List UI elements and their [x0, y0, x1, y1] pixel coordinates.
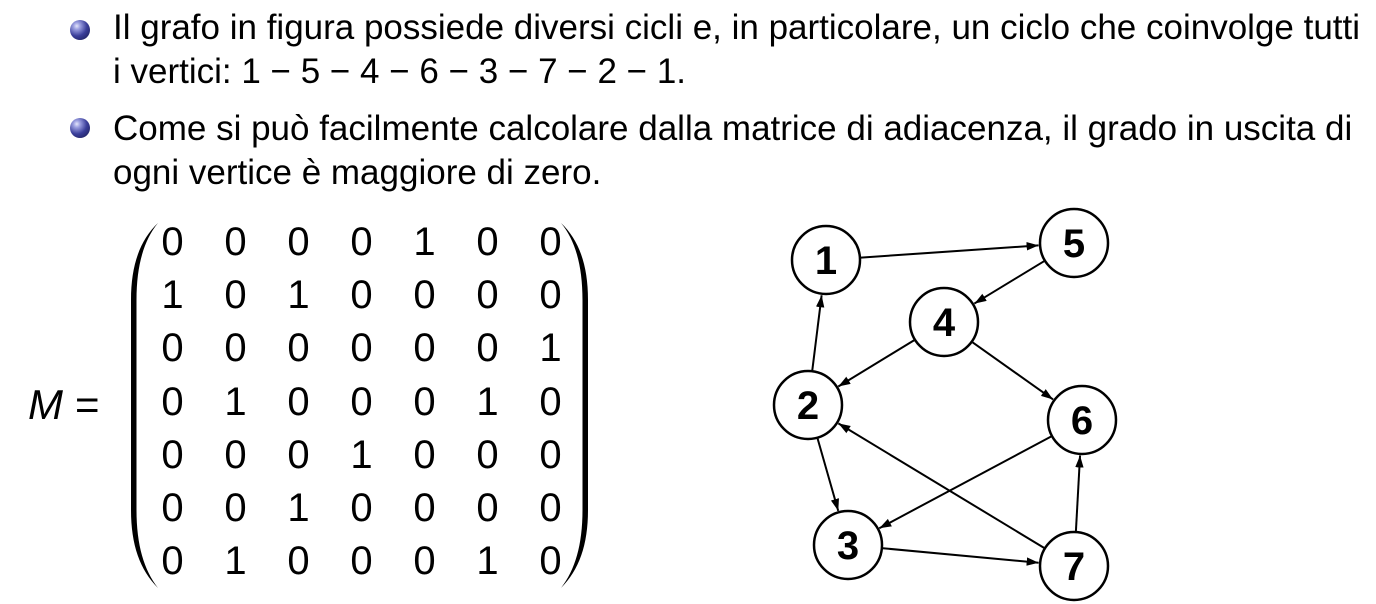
- graph-node-1: 1: [790, 224, 862, 296]
- matrix-cell: 0: [224, 326, 247, 371]
- matrix-cell: 0: [161, 539, 184, 584]
- matrix-cell: 0: [161, 379, 184, 424]
- matrix-cell: 0: [413, 485, 436, 530]
- graph-nodes: 1 2 3 4 5 6 7: [772, 207, 1118, 602]
- graph-node-label: 6: [1071, 399, 1093, 443]
- matrix-cell: 1: [476, 379, 499, 424]
- matrix-cell: 0: [413, 539, 436, 584]
- equals-sign: =: [75, 381, 100, 428]
- graph-edge-2-3: [816, 438, 840, 512]
- bullet-item-1: Il grafo in figura possiede diversi cicl…: [0, 6, 1376, 94]
- graph-node-2: 2: [772, 369, 844, 441]
- graph-node-label: 7: [1063, 545, 1085, 589]
- matrix-cell: 0: [476, 432, 499, 477]
- bullet-icon: [70, 118, 90, 138]
- matrix-cell: 1: [287, 273, 310, 318]
- bullet-text-line: i vertici: 1 − 5 − 4 − 6 − 3 − 7 − 2 − 1…: [113, 52, 687, 91]
- graph-node-circle: [1046, 384, 1118, 456]
- bullet-icon: [70, 20, 90, 40]
- graph-node-circle: [1038, 207, 1110, 279]
- matrix-equation-lhs: M=: [28, 380, 100, 430]
- matrix-cell: 0: [413, 326, 436, 371]
- bullet-text-line: Come si può facilmente calcolare dalla m…: [113, 109, 1353, 148]
- matrix-cell: 0: [161, 485, 184, 530]
- graph-node-circle: [908, 286, 980, 358]
- graph-edge-4-6: [971, 341, 1054, 401]
- matrix-name: M: [28, 381, 63, 428]
- matrix-cell: 1: [476, 539, 499, 584]
- bullet-text: Come si può facilmente calcolare dalla m…: [113, 107, 1352, 195]
- matrix-cell: 0: [287, 539, 310, 584]
- matrix-cell: 1: [224, 539, 247, 584]
- matrix-cell: 0: [476, 485, 499, 530]
- matrix-cell: 1: [224, 379, 247, 424]
- graph-node-7: 7: [1038, 530, 1110, 602]
- matrix-cell: 0: [287, 326, 310, 371]
- matrix-cell: 0: [350, 539, 373, 584]
- graph-node-3: 3: [812, 509, 884, 581]
- matrix-cell: 0: [413, 273, 436, 318]
- graph-node-5: 5: [1038, 207, 1110, 279]
- matrix-cell: 0: [161, 326, 184, 371]
- matrix-cell: 1: [350, 432, 373, 477]
- matrix-cell: 0: [350, 379, 373, 424]
- matrix-cell: 0: [224, 432, 247, 477]
- matrix-cell: 0: [161, 432, 184, 477]
- graph-edge-7-2: [837, 422, 1045, 549]
- graph-edges: [811, 242, 1084, 566]
- graph-edge-6-3: [878, 435, 1052, 530]
- matrix-cell: 0: [539, 432, 562, 477]
- graph-edge-7-6: [1074, 455, 1084, 532]
- matrix-cell: 0: [539, 220, 562, 264]
- graph-node-4: 4: [908, 286, 980, 358]
- graph-edge-1-5: [860, 242, 1039, 259]
- graph-edge-4-2: [837, 339, 915, 388]
- graph-node-label: 5: [1063, 222, 1085, 266]
- matrix-cell: 1: [161, 273, 184, 318]
- graph-node-label: 4: [933, 301, 956, 345]
- bullet-item-2: Come si può facilmente calcolare dalla m…: [0, 107, 1376, 195]
- matrix-cell: 0: [539, 485, 562, 530]
- matrix-cell: 0: [350, 220, 373, 264]
- graph-node-circle: [812, 509, 884, 581]
- graph-node-circle: [1038, 530, 1110, 602]
- graph-node-label: 1: [815, 239, 837, 283]
- matrix-cell: 0: [350, 485, 373, 530]
- matrix-cell: 0: [161, 220, 184, 264]
- matrix-cell: 0: [476, 273, 499, 318]
- matrix-cell: 0: [413, 379, 436, 424]
- matrix-cell: 0: [539, 379, 562, 424]
- matrix-cell: 0: [539, 273, 562, 318]
- matrix-cell: 0: [476, 326, 499, 371]
- graph-edge-2-1: [811, 295, 825, 371]
- matrix-cell: 0: [350, 326, 373, 371]
- matrix-cell: 0: [287, 432, 310, 477]
- graph-node-label: 3: [837, 524, 859, 568]
- matrix-cell: 0: [350, 273, 373, 318]
- graph-edge-3-7: [882, 547, 1039, 566]
- matrix-cell: 0: [539, 539, 562, 584]
- bullet-text-line: Il grafo in figura possiede diversi cicl…: [113, 8, 1361, 47]
- graph-edge-5-4: [973, 260, 1045, 305]
- matrix-cell: 1: [413, 220, 436, 264]
- bullet-text: Il grafo in figura possiede diversi cicl…: [113, 6, 1360, 94]
- matrix-cell: 0: [224, 273, 247, 318]
- matrix-cell: 0: [476, 220, 499, 264]
- graph-node-label: 2: [797, 384, 819, 428]
- matrix-cell: 0: [413, 432, 436, 477]
- matrix-cell: 0: [287, 220, 310, 264]
- graph-node-circle: [772, 369, 844, 441]
- matrix-cell: 0: [224, 485, 247, 530]
- matrix-cell: 1: [287, 485, 310, 530]
- matrix-cell: 0: [287, 379, 310, 424]
- graph-node-6: 6: [1046, 384, 1118, 456]
- bullet-text-line: ogni vertice è maggiore di zero.: [113, 153, 602, 192]
- matrix-cell: 1: [539, 326, 562, 371]
- graph-node-circle: [790, 224, 862, 296]
- matrix-cell: 0: [224, 220, 247, 264]
